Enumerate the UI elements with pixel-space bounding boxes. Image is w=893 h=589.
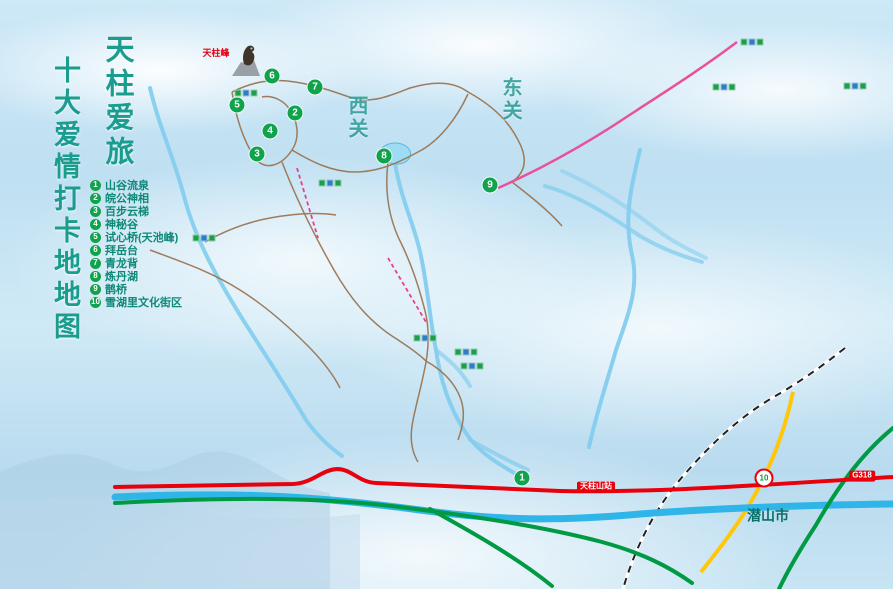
legend: 1 山谷流泉 2 皖公神相 3 百步云梯 4 神秘谷 5 试心桥(天池峰) 6 拜岳台 7 青龙背 8 炼丹湖… [90, 179, 182, 309]
facility-icon-cluster [234, 89, 258, 97]
map-label-region: 西关 [345, 95, 367, 141]
map-label-badge: G318 [849, 470, 875, 482]
legend-number: 6 [90, 244, 101, 256]
facility-icon-cluster [460, 362, 484, 370]
facility-icon-cluster [318, 179, 342, 187]
green-roads [113, 426, 893, 589]
map-marker-1: 1 [514, 470, 530, 486]
main-river [111, 491, 893, 523]
legend-number: 10 [90, 296, 101, 308]
map-marker-7: 7 [307, 79, 323, 95]
map-marker-9: 9 [482, 177, 498, 193]
map-label-region: 东关 [499, 77, 521, 123]
poster-title-main: 十大爱情打卡地地图 [50, 56, 80, 344]
legend-item: 3 百步云梯 [90, 205, 182, 218]
legend-label: 炼丹湖 [105, 271, 138, 283]
map-marker-3: 3 [249, 146, 265, 162]
legend-label: 百步云梯 [105, 206, 149, 218]
legend-number: 7 [90, 257, 101, 269]
legend-item: 7 青龙背 [90, 257, 182, 270]
legend-item: 10 雪湖里文化街区 [90, 296, 182, 309]
legend-label: 神秘谷 [105, 219, 138, 231]
map-marker-8: 8 [376, 148, 392, 164]
map-label-peak: 天柱峰 [202, 48, 230, 59]
legend-item: 9 鹊桥 [90, 283, 182, 296]
facility-icon-cluster [454, 348, 478, 356]
legend-number: 9 [90, 283, 101, 295]
railway [621, 346, 847, 589]
facility-icon-cluster [843, 82, 867, 90]
rivers [148, 86, 708, 479]
poster-title-sub: 天柱爱旅 [101, 34, 133, 170]
legend-label: 皖公神相 [105, 193, 149, 205]
legend-item: 1 山谷流泉 [90, 179, 182, 192]
legend-number: 3 [90, 205, 101, 217]
facility-icon-cluster [192, 234, 216, 242]
legend-label: 雪湖里文化街区 [105, 297, 182, 309]
legend-number: 1 [90, 179, 101, 191]
eagle-photo [232, 45, 260, 76]
legend-label: 试心桥(天池峰) [105, 232, 179, 244]
legend-item: 8 炼丹湖 [90, 270, 182, 283]
legend-item: 5 试心桥(天池峰) [90, 231, 182, 244]
scenic-route [497, 41, 738, 190]
map-marker-10: 10 [754, 468, 774, 488]
yellow-road [699, 391, 795, 574]
legend-item: 2 皖公神相 [90, 192, 182, 205]
map-marker-6: 6 [264, 68, 280, 84]
legend-item: 4 神秘谷 [90, 218, 182, 231]
legend-number: 8 [90, 270, 101, 282]
legend-label: 青龙背 [105, 258, 138, 270]
facility-icon-cluster [740, 38, 764, 46]
map-marker-4: 4 [262, 123, 278, 139]
legend-label: 拜岳台 [105, 245, 138, 257]
map-label-badge: 天柱山站 [577, 481, 615, 493]
facility-icon-cluster [712, 83, 736, 91]
map-marker-2: 2 [287, 105, 303, 121]
legend-item: 6 拜岳台 [90, 244, 182, 257]
legend-label: 鹊桥 [105, 284, 127, 296]
map-label-city: 潜山市 [747, 507, 789, 524]
legend-number: 5 [90, 231, 101, 243]
legend-label: 山谷流泉 [105, 180, 149, 192]
map-marker-5: 5 [229, 97, 245, 113]
facility-icon-cluster [413, 334, 437, 342]
cableways [296, 167, 427, 323]
legend-number: 2 [90, 192, 101, 204]
legend-number: 4 [90, 218, 101, 230]
